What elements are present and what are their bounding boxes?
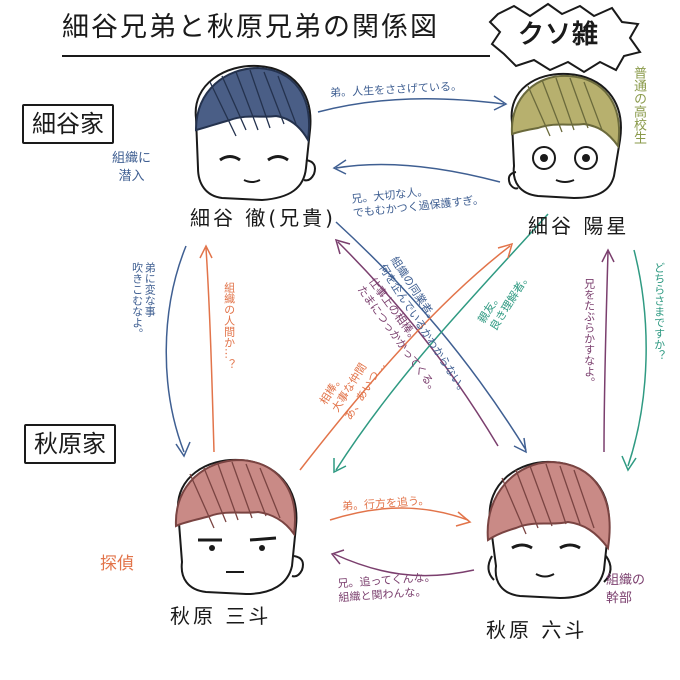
stamp-label: クソ雑 xyxy=(518,20,600,50)
relation-toru-to-mito: 弟に変な事吹きこむなよ。 xyxy=(130,262,157,339)
note-haruki: 普通の高校生 xyxy=(630,66,646,144)
arrow-toru-to-rikuto xyxy=(335,221,527,451)
relation-haruki-to-rikuto: どちらさまですか？ xyxy=(652,262,666,361)
mito-face xyxy=(174,458,304,596)
arrow-toru-to-mito xyxy=(165,245,187,453)
arrow-mito-to-toru xyxy=(205,247,215,453)
name-toru: 細谷 徹(兄貴) xyxy=(190,206,336,230)
arrow-rikuto-to-mito xyxy=(333,553,475,577)
name-rikuto: 秋原 六斗 xyxy=(486,618,588,642)
arrow-rikuto-to-haruki xyxy=(603,251,609,453)
arrow-mito-to-haruki xyxy=(299,245,511,471)
note-toru: 組織に 潜入 xyxy=(112,151,152,184)
arrow-haruki-to-toru xyxy=(335,163,501,183)
haruki-face xyxy=(507,72,622,200)
arrow-toru-to-haruki xyxy=(317,98,505,113)
arrow-haruki-to-mito xyxy=(335,213,549,471)
relation-rikuto-to-haruki: 兄をたぶらかすなよ。 xyxy=(582,278,596,388)
toru-face xyxy=(194,64,316,202)
arrow-haruki-to-rikuto xyxy=(627,249,647,467)
family-label-hosoya: 細谷家 xyxy=(22,104,114,144)
rikuto-face xyxy=(486,460,612,600)
name-haruki: 細谷 陽星 xyxy=(528,214,630,238)
arrow-rikuto-to-toru xyxy=(337,241,499,447)
arrow-mito-to-rikuto xyxy=(329,507,469,521)
note-rikuto: 組織の 幹部 xyxy=(606,573,646,606)
stamp-burst xyxy=(488,2,642,74)
name-mito: 秋原 三斗 xyxy=(170,604,272,628)
family-label-akihara: 秋原家 xyxy=(24,424,116,464)
relation-mito-to-toru: 組織の人間か…？ xyxy=(222,282,236,370)
page-title: 細谷兄弟と秋原兄弟の関係図 xyxy=(62,12,439,43)
note-mito: 探偵 xyxy=(100,554,134,574)
